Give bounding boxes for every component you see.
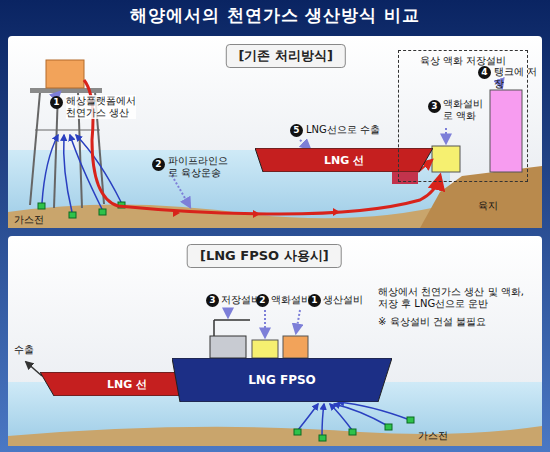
scenario-panel: LNG 선 LNG FPSO [LNG FPSO 사용시] xyxy=(8,236,542,446)
callout-number: 3 xyxy=(428,100,441,113)
callout-text: 육지 xyxy=(478,200,518,212)
callout-text: 가스전 xyxy=(14,214,54,226)
scenario-panel: LNG 선 육상 액화 저장설비 [기존 처리방식] xyxy=(8,36,542,228)
callout-text: 해상플랫폼에서 천연가스 생산 xyxy=(66,95,136,119)
callout-number: 5 xyxy=(290,124,303,137)
callout-number: 1 xyxy=(308,294,321,307)
panel-heading: [기존 처리방식] xyxy=(225,44,345,68)
callout-text: ※ 육상설비 건설 불필요 xyxy=(378,316,536,328)
callout-number: 2 xyxy=(152,158,165,171)
callout-text: 액화설비로 액화 xyxy=(443,98,491,122)
group-heading: 육상 액화 저장설비 xyxy=(399,51,527,68)
callout-number: 3 xyxy=(206,294,219,307)
hull-outline xyxy=(172,358,392,402)
callout-text: 수출 xyxy=(14,344,54,356)
callout-text: 해상에서 천연가스 생산 및 액화, 저장 후 LNG선으로 운반 xyxy=(378,286,536,310)
vessel-name: LNG 선 xyxy=(324,153,364,168)
callout-text: 파이프라인으로 육상운송 xyxy=(168,155,230,179)
vessel-hull: LNG 선 xyxy=(255,148,433,172)
callout-number: 1 xyxy=(50,96,63,109)
callout-text: 가스전 xyxy=(418,430,458,442)
vessel-hull: LNG FPSO xyxy=(172,358,392,402)
page-title: 해양에서의 천연가스 생산방식 비교 xyxy=(0,4,550,27)
vessel-name: LNG FPSO xyxy=(248,373,316,387)
vessel-name: LNG 선 xyxy=(107,377,147,392)
callout-text: LNG선으로 수출 xyxy=(306,124,396,136)
callout-number: 2 xyxy=(256,294,269,307)
panel-heading: [LNG FPSO 사용시] xyxy=(187,244,342,268)
hull-outline xyxy=(255,148,433,172)
callout-text: 생산설비 xyxy=(323,294,369,306)
callout-text: 탱크에 저장 xyxy=(494,66,538,90)
callout-number: 4 xyxy=(478,66,491,79)
